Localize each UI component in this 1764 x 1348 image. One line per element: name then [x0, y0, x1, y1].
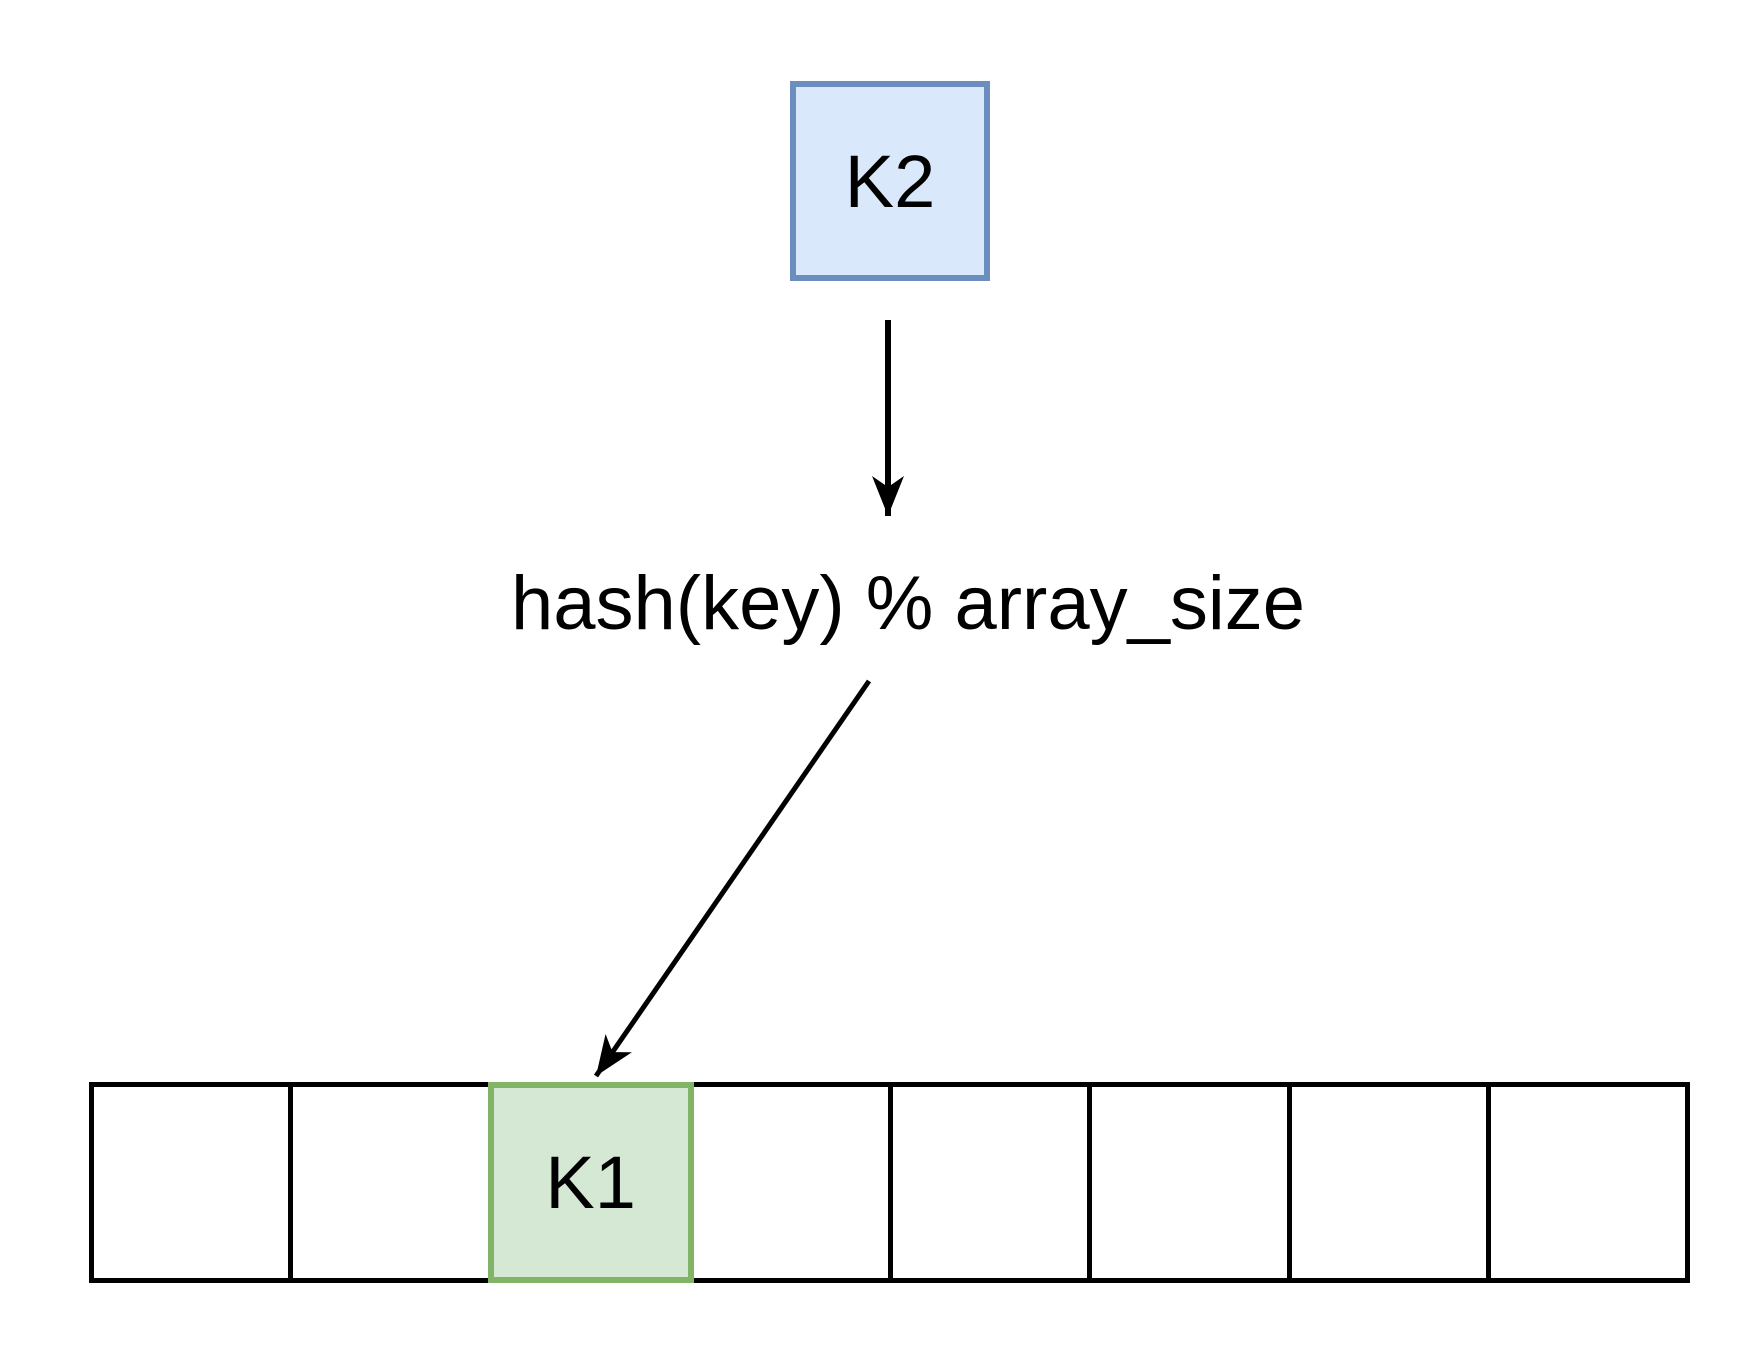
array-cell-label: K1 [545, 1141, 636, 1224]
array-cell-5 [1092, 1087, 1292, 1278]
hash-table-array: K1 [89, 1082, 1690, 1283]
array-cell-4 [893, 1087, 1093, 1278]
hash-function-label: hash(key) % array_size [510, 561, 1306, 646]
key-node-label: K2 [844, 139, 936, 223]
arrow-hash-function-to-bucket [593, 679, 872, 1078]
array-cell-2-occupied-k1: K1 [487, 1082, 694, 1283]
key-node-k2: K2 [790, 81, 990, 281]
array-cell-6 [1291, 1087, 1491, 1278]
array-cell-3 [693, 1087, 893, 1278]
array-cell-1 [293, 1087, 493, 1278]
array-cell-0 [94, 1087, 294, 1278]
array-cell-7 [1490, 1087, 1685, 1278]
